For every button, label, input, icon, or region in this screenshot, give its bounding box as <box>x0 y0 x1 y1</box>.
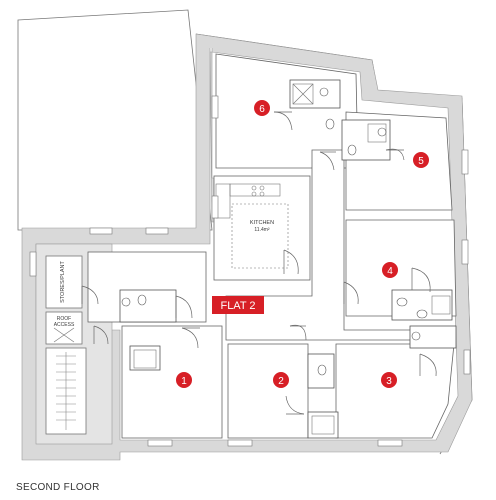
room-marker-2: 2 <box>273 372 289 388</box>
room-number-2: 2 <box>278 376 284 387</box>
room-number-3: 3 <box>386 376 392 387</box>
basins <box>121 87 421 341</box>
room-number-6: 6 <box>259 104 265 115</box>
store-room <box>45 255 83 309</box>
windows <box>29 95 471 447</box>
door-swings <box>81 111 437 415</box>
flat-label: FLAT 2 <box>220 300 255 312</box>
roof-access-room <box>45 311 83 345</box>
roof-access-cross <box>53 327 75 343</box>
room-number-5: 5 <box>418 156 424 167</box>
roof-access-label-1: ROOF <box>57 316 71 322</box>
flat-label-badge <box>212 296 264 314</box>
room-number-4: 4 <box>387 266 393 277</box>
room-number-1: 1 <box>181 376 187 387</box>
stair-treads <box>56 352 76 430</box>
kitchen-name: KITCHEN <box>250 220 274 226</box>
kitchen-area: 11.4m² <box>254 227 270 233</box>
toilets <box>137 118 428 376</box>
shower-trays <box>133 83 451 435</box>
room-marker-6: 6 <box>254 100 270 116</box>
room-marker-5: 5 <box>413 152 429 168</box>
site-boundary <box>17 9 213 231</box>
store-label: STORES/PLANT <box>60 260 66 302</box>
room-marker-3: 3 <box>381 372 397 388</box>
floor-label: SECOND FLOOR <box>16 482 100 493</box>
room-marker-4: 4 <box>382 262 398 278</box>
roof-access-label-2: ACCESS <box>54 322 75 328</box>
interior-rooms <box>87 53 457 439</box>
room-marker-1: 1 <box>176 372 192 388</box>
bathroom-pods <box>119 79 457 439</box>
